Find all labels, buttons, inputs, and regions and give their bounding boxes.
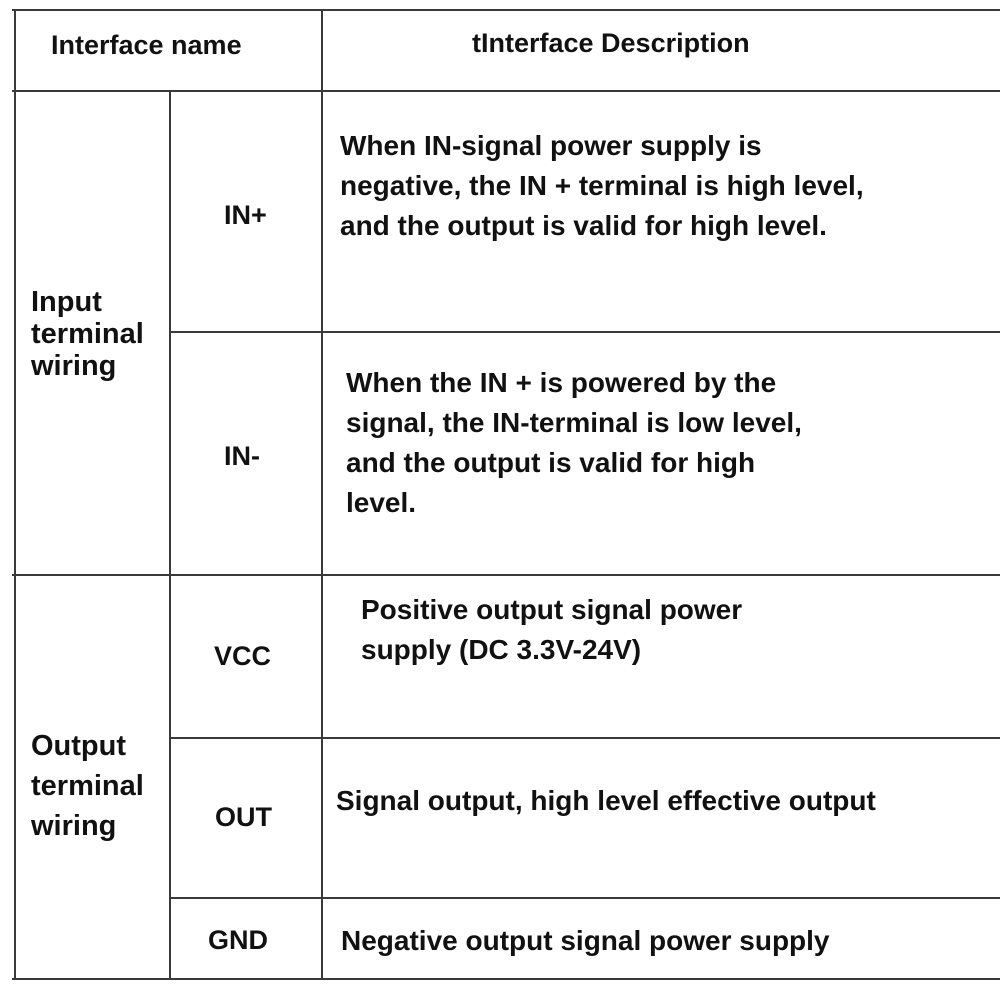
group-label-output: Output terminal wiring xyxy=(31,726,144,846)
description-line: Positive output signal power xyxy=(361,594,743,625)
group-label-line: Output xyxy=(31,730,127,762)
description-line: signal, the IN-terminal is low level, xyxy=(346,407,802,438)
row-divider-in-plus xyxy=(170,331,1000,333)
interface-name-in-minus: IN- xyxy=(224,441,260,471)
header-bottom-border xyxy=(12,90,1000,92)
interface-name-vcc: VCC xyxy=(214,641,272,671)
group-label-input: Input terminal wiring xyxy=(31,286,144,382)
table-bottom-border xyxy=(12,978,1000,980)
interface-name-out: OUT xyxy=(215,802,272,832)
group-label-line: terminal xyxy=(31,770,144,802)
description-line: negative, the IN + terminal is high leve… xyxy=(340,170,864,201)
description-line: When the IN + is powered by the xyxy=(346,367,777,398)
table-top-border xyxy=(12,9,1000,11)
group-label-line: Input xyxy=(31,286,102,318)
description-line: and the output is valid for high level. xyxy=(340,210,827,241)
description-gnd: Negative output signal power supply xyxy=(341,921,830,961)
description-in-minus: When the IN + is powered by the signal, … xyxy=(346,363,802,523)
description-out: Signal output, high level effective outp… xyxy=(336,781,876,821)
header-interface-name: Interface name xyxy=(51,30,242,60)
name-column-border xyxy=(321,9,323,980)
group-label-line: terminal xyxy=(31,318,144,350)
description-line: Negative output signal power supply xyxy=(341,925,830,956)
description-line: Signal output, high level effective outp… xyxy=(336,785,876,816)
description-line: level. xyxy=(346,487,417,518)
row-divider-out xyxy=(170,897,1000,899)
interface-name-gnd: GND xyxy=(208,925,268,955)
row-divider-vcc xyxy=(170,737,1000,739)
interface-name-in-plus: IN+ xyxy=(224,200,267,230)
description-line: and the output is valid for high xyxy=(346,447,756,478)
description-vcc: Positive output signal power supply (DC … xyxy=(361,590,742,670)
group-label-line: wiring xyxy=(31,350,117,382)
header-interface-description: tInterface Description xyxy=(472,28,750,58)
group-label-line: wiring xyxy=(31,810,117,842)
group-divider xyxy=(12,574,1000,576)
table-left-border xyxy=(14,9,16,980)
description-in-plus: When IN-signal power supply is negative,… xyxy=(340,126,864,246)
description-line: When IN-signal power supply is xyxy=(340,130,762,161)
description-line: supply (DC 3.3V-24V) xyxy=(361,634,642,665)
group-column-border xyxy=(169,90,171,980)
